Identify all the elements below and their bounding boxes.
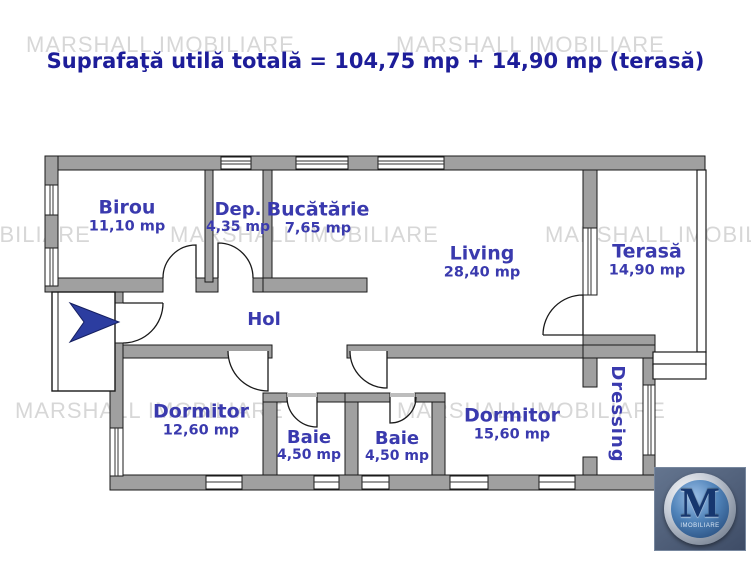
room-name: Baie: [286, 427, 332, 449]
logo-subtext: IMOBILIARE: [680, 523, 720, 529]
room-label-living: Living 28,40 mp: [443, 242, 521, 281]
watermark-text: MARSHALL IMOBILIARE: [396, 32, 665, 57]
room-name: Baie: [374, 428, 420, 450]
logo-letter: M: [680, 481, 720, 527]
entrance-porch: [51, 291, 116, 392]
watermark-text: MARSHALL IMOBILIARE: [26, 32, 295, 57]
watermark-text: MARSHALL IMOBILIARE: [170, 222, 439, 247]
room-name: Bucătărie: [266, 198, 370, 221]
window-panes: [49, 160, 652, 483]
page-title: Suprafaţă utilă totală = 104,75 mp + 14,…: [46, 49, 705, 73]
room-label-dep: Dep. 4,35 mp: [205, 199, 271, 236]
room-name: Dormitor: [463, 404, 561, 427]
room-area: 4,35 mp: [205, 219, 271, 236]
room-area: 7,65 mp: [284, 220, 352, 237]
room-label-baie-2: Baie 4,50 mp: [364, 428, 430, 465]
door-lintels: [287, 393, 415, 397]
room-name: Living: [449, 242, 515, 265]
room-label-dormitor-2: Dormitor 15,60 mp: [463, 404, 561, 443]
agency-logo: M IMOBILIARE: [654, 467, 746, 551]
terrace-steps: [652, 351, 707, 380]
door-arcs: [122, 242, 584, 428]
room-label-dormitor-1: Dormitor 12,60 mp: [152, 400, 250, 439]
room-area: 15,60 mp: [473, 426, 551, 443]
room-label-baie-1: Baie 4,50 mp: [276, 427, 342, 464]
room-name: Dormitor: [152, 400, 250, 423]
terrace-railing: [696, 169, 707, 353]
room-area: 4,50 mp: [364, 448, 430, 465]
logo-badge: M IMOBILIARE: [664, 473, 736, 545]
room-area: 4,50 mp: [276, 447, 342, 464]
door-openings: [228, 351, 387, 359]
logo-inner-circle: M IMOBILIARE: [671, 480, 729, 538]
room-name: Dressing: [607, 365, 629, 463]
room-area: 28,40 mp: [443, 264, 521, 281]
room-name: Dep.: [214, 199, 262, 221]
room-name: Hol: [247, 308, 281, 330]
room-area: 11,10 mp: [88, 218, 166, 235]
room-label-terasa: Terasă 14,90 mp: [608, 240, 686, 279]
room-name: Birou: [98, 196, 156, 219]
room-area: 12,60 mp: [162, 422, 240, 439]
entrance-arrow-icon: [68, 301, 121, 344]
room-label-hol: Hol: [247, 308, 281, 330]
room-area: 14,90 mp: [608, 262, 686, 279]
watermark-text: MARSHALL IMOBILIARE: [15, 398, 284, 423]
watermark-text: MARSHALL IMOBILIARE: [545, 222, 751, 247]
room-label-dressing: Dressing: [607, 365, 629, 463]
room-label-birou: Birou 11,10 mp: [88, 196, 166, 235]
room-name: Terasă: [612, 240, 682, 263]
room-label-bucatarie: Bucătărie 7,65 mp: [266, 198, 370, 237]
